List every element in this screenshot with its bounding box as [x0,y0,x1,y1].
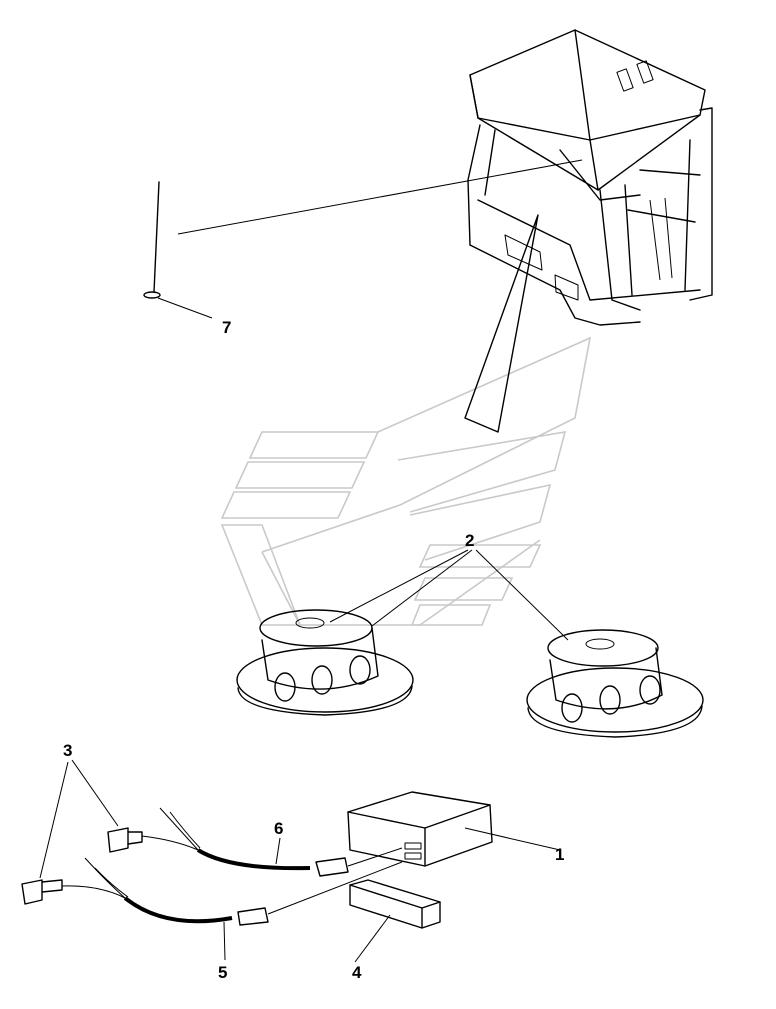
callout-speakers: 2 [465,531,474,550]
antenna-leader [177,159,583,235]
callout-connectors: 3 [63,741,72,760]
speakers-leaders [329,549,569,641]
radio-unit [347,791,561,867]
callout-mounting-bracket: 4 [352,963,362,982]
callout-antenna: 7 [222,318,231,337]
callout-harness-upper: 6 [274,819,283,838]
watermark-logo [220,336,592,626]
speaker-left [236,609,414,716]
speaker-right [526,629,704,738]
harness-upper [107,807,403,877]
speaker-locator [464,214,539,433]
callout-harness-lower: 5 [218,963,227,982]
mounting-bracket [349,879,441,963]
antenna [143,181,213,319]
harness-lower [21,857,403,961]
connectors-leaders [39,759,119,879]
tractor-cab [467,29,713,326]
callout-radio-unit: 1 [555,845,564,864]
